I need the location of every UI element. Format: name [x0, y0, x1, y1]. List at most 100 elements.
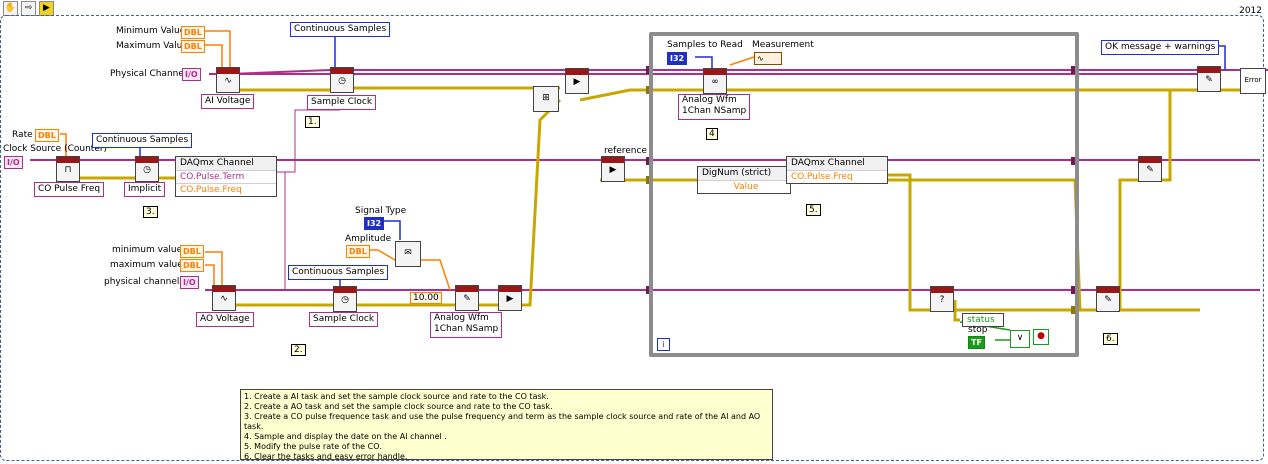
ai-sample-clock-selector[interactable]: Sample Clock: [307, 95, 377, 110]
co-continuous-samples[interactable]: Continuous Samples: [92, 133, 193, 148]
ao-analog-wfm-selector[interactable]: Analog Wfm 1Chan NSamp: [430, 312, 503, 338]
error-message-selector[interactable]: OK message + warnings: [1101, 40, 1220, 55]
co-pulse-freq-selector[interactable]: CO Pulse Freq: [34, 182, 105, 197]
clock-icon: ◷: [341, 295, 349, 305]
max-value2-constant[interactable]: DBL: [180, 259, 204, 272]
ao-create-channel-vi[interactable]: ∿: [212, 285, 236, 311]
simple-error-handler-vi[interactable]: Error: [1240, 68, 1266, 94]
ai-analog-wfm-line1: Analog Wfm: [682, 95, 737, 105]
ao-start-task-vi[interactable]: ▶: [498, 285, 522, 311]
unbundle-status-node[interactable]: status: [962, 313, 1004, 327]
toolbar: ✋ ⇨ ▶: [3, 1, 54, 16]
co-pulse-term-row[interactable]: CO.Pulse.Term: [176, 170, 276, 183]
ai-continuous-samples[interactable]: Continuous Samples: [290, 22, 391, 37]
min-value-constant[interactable]: DBL: [181, 26, 205, 39]
stop-condition-terminal[interactable]: ●: [1033, 329, 1049, 345]
ai-analog-wfm-selector[interactable]: Analog Wfm 1Chan NSamp: [678, 94, 751, 120]
ao-timing-vi[interactable]: ◷: [333, 286, 357, 312]
waveform-icon: ∿: [757, 54, 764, 63]
or-icon: ∨: [1016, 333, 1024, 343]
co-pulse-freq-row[interactable]: CO.Pulse.Freq: [176, 183, 276, 196]
clock-icon: ◷: [338, 76, 346, 86]
measurement-graph-indicator[interactable]: ∿: [754, 52, 782, 65]
co-freq-property-node[interactable]: DAQmx Channel CO.Pulse.Freq: [786, 156, 888, 184]
question-icon: ?: [939, 295, 945, 305]
co-freq-row[interactable]: CO.Pulse.Freq: [787, 170, 887, 183]
ao-continuous-samples[interactable]: Continuous Samples: [288, 265, 389, 280]
year-label: 2012: [1239, 6, 1262, 16]
ao-write-vi[interactable]: ✎: [455, 285, 479, 311]
amplitude-label: Amplitude: [345, 234, 392, 244]
amplitude-value-constant[interactable]: 10.00: [410, 292, 442, 304]
status-row: status: [967, 315, 995, 325]
co-timing-vi[interactable]: ◷: [135, 156, 159, 182]
comment-box: 1. Create a AI task and set the sample c…: [240, 389, 773, 461]
physical-channel-label: Physical Channel: [110, 69, 187, 79]
clock-source-label: Clock Source (Counter): [3, 144, 108, 154]
play-icon: ▶: [506, 294, 514, 304]
co-clear-task-vi[interactable]: ✎: [1138, 156, 1162, 182]
physical-channels-constant[interactable]: I/O: [180, 276, 199, 289]
step-4-label: 4: [706, 128, 718, 140]
co-freq-property-title: DAQmx Channel: [787, 157, 887, 170]
waveform-generator-icon: ✉: [404, 248, 412, 258]
clock-icon: ◷: [143, 165, 151, 175]
step-6-label: 6.: [1103, 333, 1118, 345]
stop-label: stop: [968, 325, 988, 335]
eraser-icon: ✎: [1104, 295, 1112, 305]
stop-button-terminal[interactable]: TF: [968, 336, 985, 349]
ao-sample-clock-selector[interactable]: Sample Clock: [309, 312, 379, 327]
co-property-node-title: DAQmx Channel: [176, 157, 276, 170]
or-function: ∨: [1010, 330, 1030, 348]
co-create-channel-vi[interactable]: ⊓: [56, 156, 80, 182]
max-value-constant[interactable]: DBL: [181, 40, 205, 53]
iteration-terminal: i: [657, 338, 670, 351]
ai-read-vi[interactable]: ∞: [703, 68, 727, 94]
basic-function-generator-vi[interactable]: ✉: [395, 241, 421, 267]
amplitude-constant[interactable]: DBL: [346, 245, 370, 258]
dignum-unbundle-node[interactable]: DigNum (strict) Value: [697, 166, 791, 194]
ai-timing-vi[interactable]: ◷: [330, 67, 354, 93]
pencil-icon: ✎: [463, 294, 471, 304]
reference-label: reference: [604, 146, 647, 156]
eraser-icon: ✎: [1205, 75, 1213, 85]
ao-voltage-icon: ∿: [220, 294, 228, 304]
error-label: Error: [1244, 76, 1262, 84]
play-icon: ▶: [573, 77, 581, 87]
comment-line: 1. Create a AI task and set the sample c…: [244, 392, 549, 401]
max-value-label: Maximum Value: [116, 41, 188, 51]
while-loop[interactable]: [649, 32, 1079, 357]
signal-type-constant[interactable]: I32: [364, 217, 385, 230]
step-1-label: 1.: [305, 116, 320, 128]
comment-line: 3. Create a CO pulse frequence task and …: [244, 412, 761, 431]
diagram-frame: [0, 15, 1264, 461]
co-start-task-vi[interactable]: ▶: [601, 156, 625, 182]
ao-clear-task-vi[interactable]: ✎: [1096, 286, 1120, 312]
implicit-selector[interactable]: Implicit: [124, 182, 166, 197]
error-handler-icon: Error: [1241, 69, 1265, 91]
samples-to-read-label: Samples to Read: [667, 40, 743, 50]
ai-start-task-vi[interactable]: ▶: [565, 68, 589, 94]
min-value2-constant[interactable]: DBL: [180, 245, 204, 258]
rate-constant[interactable]: DBL: [35, 129, 59, 142]
co-property-node[interactable]: DAQmx Channel CO.Pulse.Term CO.Pulse.Fre…: [175, 156, 277, 197]
ai-voltage-selector[interactable]: AI Voltage: [201, 94, 255, 109]
physical-channels-label: physical channels: [104, 277, 185, 287]
ai-create-channel-vi[interactable]: ∿: [216, 67, 240, 93]
physical-channel-constant[interactable]: I/O: [182, 68, 201, 81]
dignum-value-row[interactable]: Value: [698, 180, 790, 193]
ai-clear-task-vi[interactable]: ✎: [1197, 66, 1221, 92]
step-2-label: 2.: [291, 344, 306, 356]
merge-errors-vi[interactable]: ⊞: [533, 86, 559, 112]
ao-voltage-selector[interactable]: AO Voltage: [196, 312, 254, 327]
samples-to-read-constant[interactable]: I32: [667, 52, 688, 65]
arrow-icon[interactable]: ⇨: [21, 1, 36, 16]
measurement-label: Measurement: [752, 40, 814, 50]
clock-source-constant[interactable]: I/O: [4, 156, 23, 169]
error-check-vi[interactable]: ?: [930, 286, 954, 312]
min-value-label: Minimum Value: [116, 26, 186, 36]
stop-icon: ●: [1037, 331, 1045, 341]
rate-label: Rate: [12, 130, 33, 140]
pulse-icon: ⊓: [64, 165, 72, 175]
